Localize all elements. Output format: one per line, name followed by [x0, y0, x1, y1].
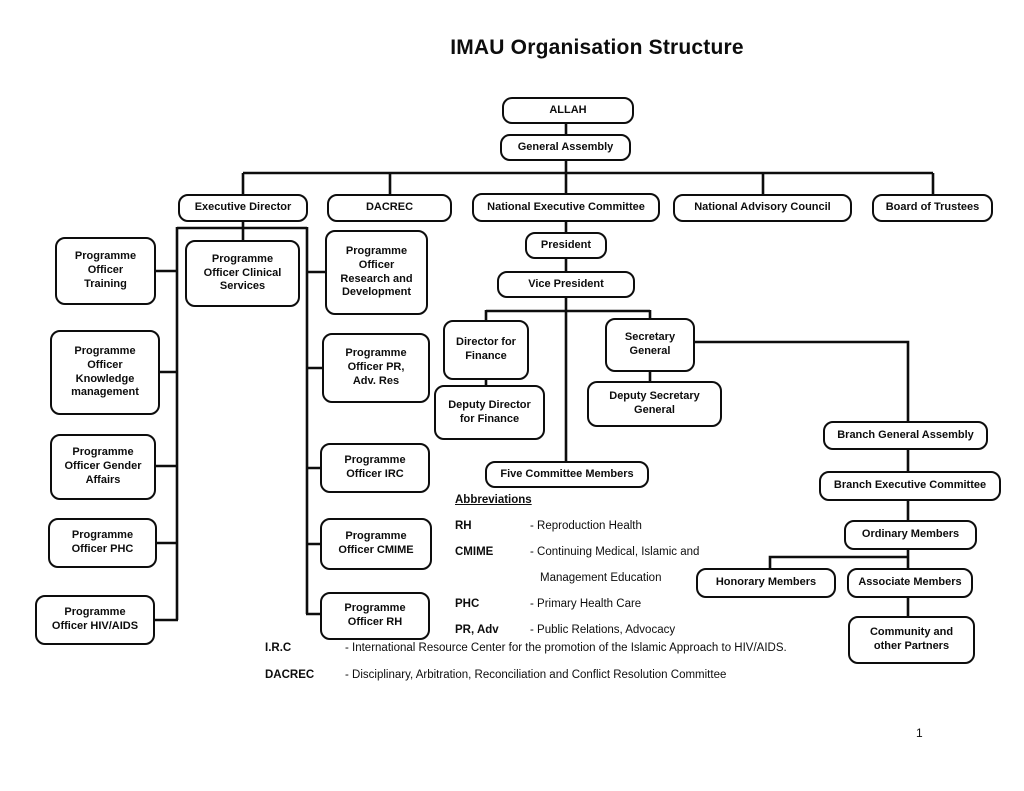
- node-allah: ALLAH: [502, 97, 634, 124]
- node-branch-general-assembly: Branch General Assembly: [823, 421, 988, 450]
- node-national-advisory-council: National Advisory Council: [673, 194, 852, 222]
- abbreviation-term: PR, Adv: [455, 624, 499, 636]
- node-programme-officer-cmime: Programme Officer CMIME: [320, 518, 432, 570]
- abbreviation-term: RH: [455, 520, 472, 532]
- node-director-for-finance: Director for Finance: [443, 320, 529, 380]
- abbreviation-row: RH - Reproduction Health: [455, 513, 712, 539]
- abbreviation-desc: - Reproduction Health: [530, 520, 642, 532]
- node-programme-officer-research-development: Programme Officer Research and Developme…: [325, 230, 428, 315]
- node-programme-officer-rh: Programme Officer RH: [320, 592, 430, 640]
- node-general-assembly: General Assembly: [500, 134, 631, 161]
- abbreviation-row: CMIME - Continuing Medical, Islamic and …: [455, 539, 712, 591]
- node-programme-officer-clinical-services: Programme Officer Clinical Services: [185, 240, 300, 307]
- node-associate-members: Associate Members: [847, 568, 973, 598]
- abbreviations-section: Abbreviations RH - Reproduction Health C…: [455, 487, 712, 643]
- footnote-desc: - Disciplinary, Arbitration, Reconciliat…: [345, 669, 727, 681]
- footnote-row: DACREC - Disciplinary, Arbitration, Reco…: [265, 668, 787, 682]
- node-programme-officer-hiv-aids: Programme Officer HIV/AIDS: [35, 595, 155, 645]
- node-national-executive-committee: National Executive Committee: [472, 193, 660, 222]
- abbreviation-term: CMIME: [455, 546, 494, 558]
- page-number: 1: [916, 726, 923, 740]
- page-title: IMAU Organisation Structure: [450, 36, 744, 59]
- node-dacrec: DACREC: [327, 194, 452, 222]
- node-programme-officer-gender-affairs: Programme Officer Gender Affairs: [50, 434, 156, 500]
- node-programme-officer-training: Programme Officer Training: [55, 237, 156, 305]
- node-board-of-trustees: Board of Trustees: [872, 194, 993, 222]
- node-programme-officer-phc: Programme Officer PHC: [48, 518, 157, 568]
- node-branch-executive-committee: Branch Executive Committee: [819, 471, 1001, 501]
- abbreviation-desc: - Primary Health Care: [530, 598, 642, 610]
- node-executive-director: Executive Director: [178, 194, 308, 222]
- footnote-desc: - International Resource Center for the …: [345, 642, 787, 654]
- node-ordinary-members: Ordinary Members: [844, 520, 977, 550]
- node-programme-officer-knowledge-management: Programme Officer Knowledge management: [50, 330, 160, 415]
- node-programme-officer-pr-adv-res: Programme Officer PR, Adv. Res: [322, 333, 430, 403]
- abbreviation-desc: - Public Relations, Advocacy: [530, 624, 676, 636]
- node-secretary-general: Secretary General: [605, 318, 695, 372]
- node-five-committee-members: Five Committee Members: [485, 461, 649, 488]
- node-honorary-members: Honorary Members: [696, 568, 836, 598]
- abbreviation-term: PHC: [455, 598, 480, 610]
- abbreviation-row: PHC - Primary Health Care: [455, 591, 712, 617]
- footnote-term: I.R.C: [265, 642, 292, 654]
- node-community-other-partners: Community and other Partners: [848, 616, 975, 664]
- node-deputy-secretary-general: Deputy Secretary General: [587, 381, 722, 427]
- abbreviation-desc: - Continuing Medical, Islamic and Manage…: [530, 546, 700, 584]
- abbreviation-row: PR, Adv - Public Relations, Advocacy: [455, 617, 712, 643]
- node-vice-president: Vice President: [497, 271, 635, 298]
- abbreviation-footnotes: I.R.C - International Resource Center fo…: [265, 641, 787, 695]
- node-president: President: [525, 232, 607, 259]
- node-programme-officer-irc: Programme Officer IRC: [320, 443, 430, 493]
- abbreviations-title: Abbreviations: [455, 494, 532, 506]
- node-deputy-director-for-finance: Deputy Director for Finance: [434, 385, 545, 440]
- footnote-row: I.R.C - International Resource Center fo…: [265, 641, 787, 655]
- footnote-term: DACREC: [265, 669, 315, 681]
